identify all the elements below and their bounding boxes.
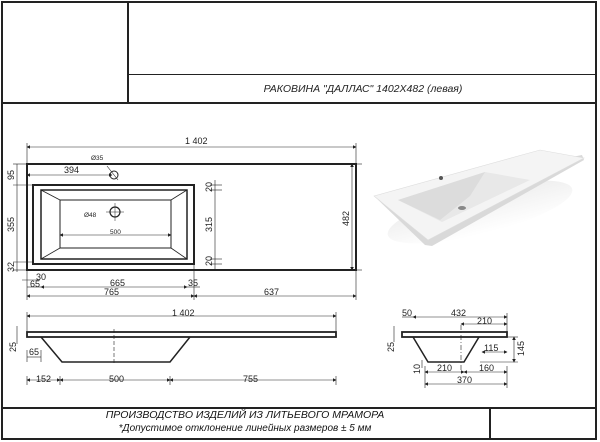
side-dimension-labels: 50 432 210 25 115 145 10 210 160 370 bbox=[386, 308, 526, 385]
dimension-label: 210 bbox=[437, 363, 452, 373]
plan-view bbox=[13, 143, 362, 300]
header-blank-cell bbox=[129, 1, 597, 75]
dimension-label: 160 bbox=[479, 363, 494, 373]
dimension-label: 152 bbox=[36, 374, 51, 384]
dimension-label: 755 bbox=[243, 374, 258, 384]
dimension-label: 482 bbox=[341, 211, 351, 226]
dimension-label: 30 bbox=[36, 272, 46, 282]
dimension-label: 355 bbox=[6, 217, 16, 232]
dimension-label: Ø35 bbox=[91, 155, 104, 162]
header-bottom-line bbox=[1, 102, 597, 104]
front-dimension-labels: 1 402 25 65 152 500 755 bbox=[8, 308, 258, 384]
dimension-label: 20 bbox=[204, 256, 214, 266]
plan-dimension-labels: 1 402 Ø35 394 Ø48 500 95 355 32 20 315 2… bbox=[6, 136, 351, 297]
dimension-label: 1 402 bbox=[185, 136, 208, 146]
dimension-label: Ø48 bbox=[84, 212, 97, 219]
dimension-label: 665 bbox=[110, 278, 125, 288]
dimension-label: 394 bbox=[64, 165, 79, 175]
dimension-label: 10 bbox=[412, 364, 422, 374]
dimension-label: 370 bbox=[457, 375, 472, 385]
footer-production-note: ПРОИЗВОДСТВО ИЗДЕЛИЙ ИЗ ЛИТЬЕВОГО МРАМОР… bbox=[105, 409, 385, 421]
dimension-label: 765 bbox=[104, 287, 119, 297]
dimension-label: 115 bbox=[484, 343, 498, 353]
product-title: РАКОВИНА "ДАЛЛАС" 1402Х482 (левая) bbox=[263, 83, 463, 95]
dimension-label: 210 bbox=[477, 316, 492, 326]
front-section bbox=[16, 312, 337, 385]
dimension-label: 500 bbox=[110, 229, 121, 236]
product-render bbox=[373, 149, 585, 246]
footer-divider bbox=[489, 407, 491, 440]
footer-top-line bbox=[1, 407, 597, 409]
dimension-label: 1 402 bbox=[172, 308, 195, 318]
dimension-label: 432 bbox=[451, 308, 466, 318]
dimension-label: 50 bbox=[402, 308, 412, 318]
dimension-label: 25 bbox=[8, 342, 18, 352]
footer-tolerance-note: *Допустимое отклонение линейных размеров… bbox=[118, 423, 372, 434]
dimension-label: 25 bbox=[386, 342, 396, 352]
side-section bbox=[393, 313, 518, 388]
dimension-label: 32 bbox=[6, 262, 16, 272]
dimension-label: 65 bbox=[29, 347, 39, 357]
dimension-label: 500 bbox=[109, 374, 124, 384]
dimension-label: 315 bbox=[204, 217, 214, 232]
dimension-label: 95 bbox=[6, 170, 16, 180]
dimension-label: 35 bbox=[188, 278, 198, 288]
dimension-label: 145 bbox=[516, 341, 526, 356]
dimension-label: 20 bbox=[204, 182, 214, 192]
dimension-label: 637 bbox=[264, 287, 279, 297]
dimension-label: 65 bbox=[30, 279, 40, 289]
